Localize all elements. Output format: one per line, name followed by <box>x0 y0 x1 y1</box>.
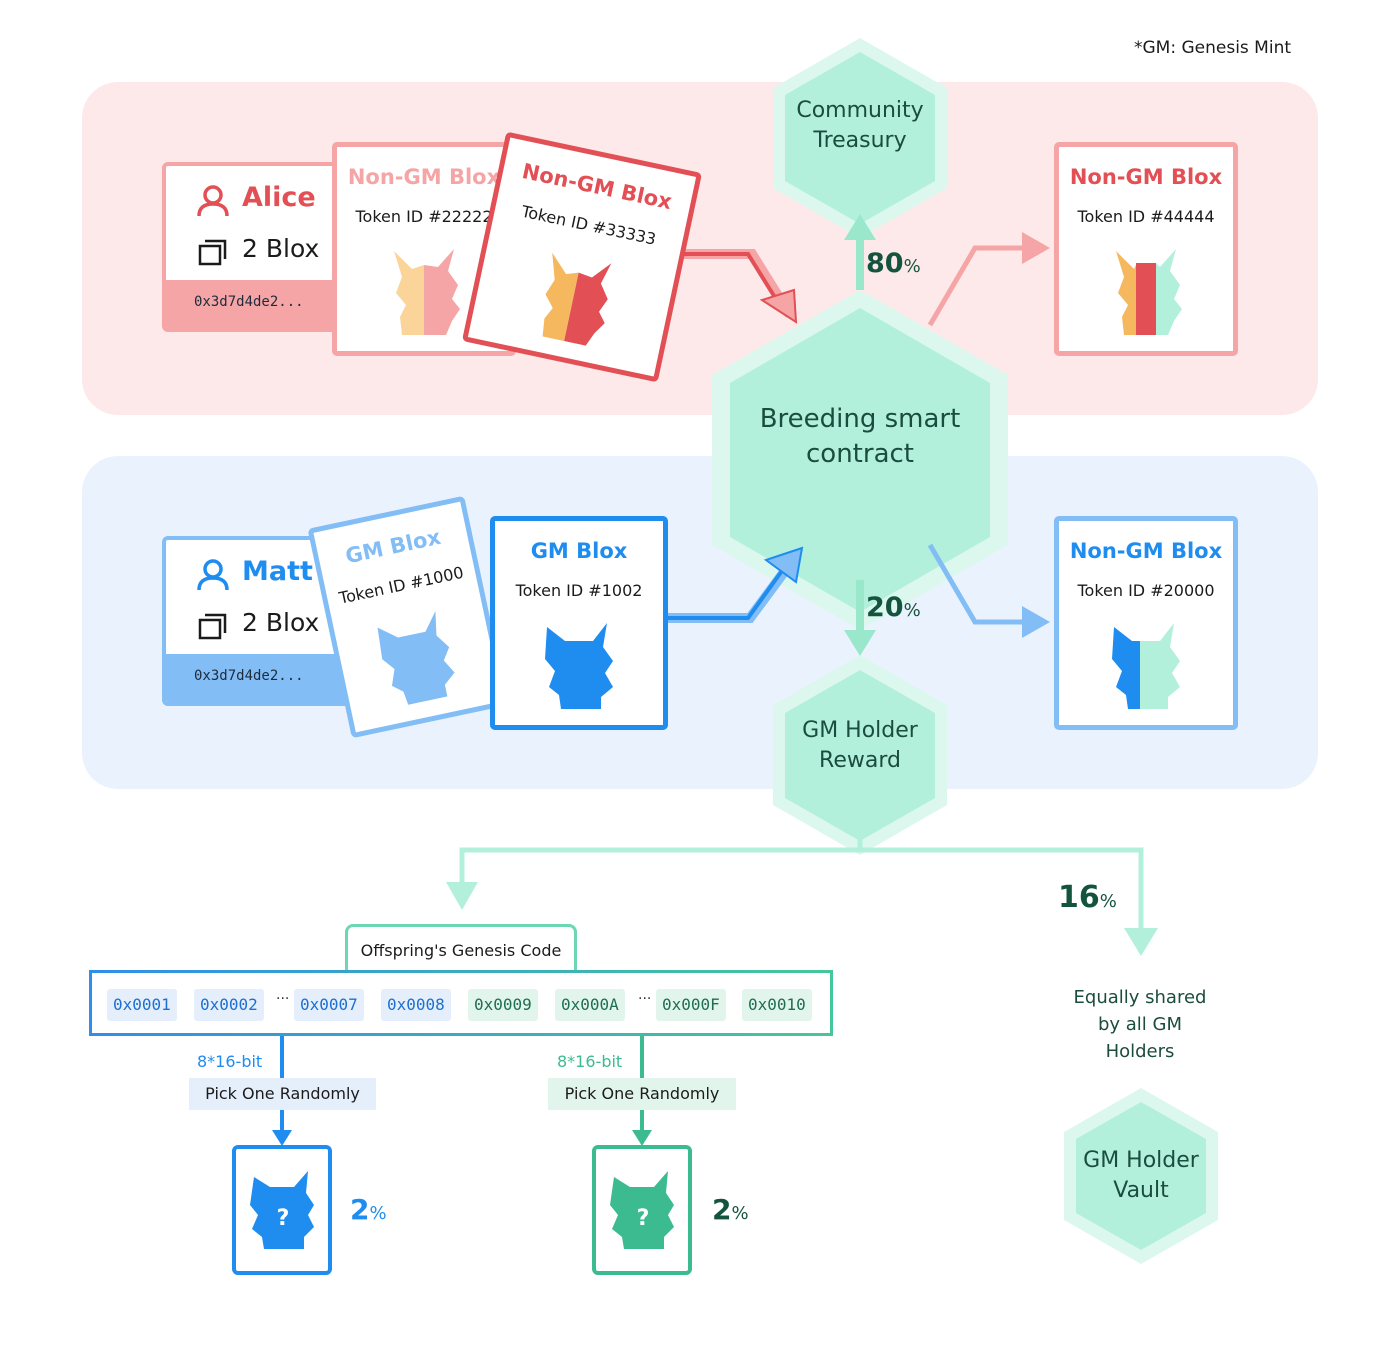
alice-token-b[interactable]: Non-GM Blox Token ID #33333 <box>461 131 703 383</box>
matt-token-b[interactable]: GM Blox Token ID #1002 <box>490 516 668 730</box>
blue-pick-head <box>272 1130 292 1146</box>
alice-token-a[interactable]: Non-GM Blox Token ID #22222 <box>332 142 516 356</box>
genesis-code-label: Offspring's Genesis Code <box>345 924 577 970</box>
split-connector <box>459 818 863 884</box>
code-chip: 0x000A <box>555 989 625 1021</box>
token-id: Token ID #20000 <box>1077 581 1215 600</box>
token-title: Non-GM Blox <box>347 165 501 189</box>
alice-output-arrow <box>927 245 1025 327</box>
blue-result-card[interactable]: ? <box>232 1145 332 1275</box>
code-chip: 0x0007 <box>294 989 364 1021</box>
code-chip: 0x000F <box>656 989 726 1021</box>
token-title: Non-GM Blox <box>1069 165 1223 189</box>
green-pick-head <box>632 1130 652 1146</box>
split-left-head <box>446 882 478 910</box>
green-result-card[interactable]: ? <box>592 1145 692 1275</box>
vault-label: GM Holder Vault <box>1083 1148 1199 1203</box>
blox-critter-icon <box>542 252 612 346</box>
code-ellipsis: ··· <box>276 991 290 1007</box>
blox-critter-icon <box>1112 623 1180 709</box>
blox-stack-icon <box>198 239 227 266</box>
code-chip: 0x0001 <box>107 989 177 1021</box>
treasury-percent: 80% <box>866 248 921 279</box>
breeding-hex <box>730 308 990 612</box>
token-id: Token ID #22222 <box>355 207 493 226</box>
shared-description: Equally shared by all GM Holders <box>1073 987 1207 1062</box>
mystery-glyph: ? <box>277 1206 290 1231</box>
footnote: *GM: Genesis Mint <box>1134 38 1292 58</box>
alice-offspring-token[interactable]: Non-GM Blox Token ID #44444 <box>1054 142 1238 356</box>
blox-critter-icon <box>545 623 613 709</box>
blox-critter-icon <box>377 611 455 705</box>
green-bits-label: 8*16-bit <box>557 1052 623 1071</box>
code-chip: 0x0010 <box>742 989 812 1021</box>
reward-hex <box>785 670 935 841</box>
blue-pick-label: Pick One Randomly <box>189 1078 376 1110</box>
matt-address-bar: 0x3d7d4de2... <box>166 654 364 702</box>
token-id: Token ID #44444 <box>1077 207 1215 226</box>
mystery-glyph: ? <box>637 1206 650 1231</box>
alice-name: Alice <box>242 182 316 213</box>
blue-pick-percent: 2% <box>350 1193 387 1226</box>
matt-address: 0x3d7d4de2... <box>194 668 304 684</box>
matt-token-a[interactable]: GM Blox Token ID #1000 <box>307 495 509 739</box>
blue-bits-label: 8*16-bit <box>197 1052 263 1071</box>
split-right-head <box>1124 928 1158 956</box>
code-chip: 0x0008 <box>381 989 451 1021</box>
user-icon <box>197 185 229 217</box>
alice-output-arrow-head <box>1022 232 1050 264</box>
token-title: Non-GM Blox <box>1069 539 1223 563</box>
matt-blox-count: 2 Blox <box>242 608 320 637</box>
alice-address: 0x3d7d4de2... <box>194 294 304 310</box>
matt-input-arrow-head <box>763 546 804 584</box>
holders-percent: 16% <box>1058 880 1117 915</box>
token-id: Token ID #1002 <box>515 581 643 600</box>
matt-offspring-token[interactable]: Non-GM Blox Token ID #20000 <box>1054 516 1238 730</box>
mystery-critter-icon: ? <box>250 1171 314 1249</box>
treasury-label: Community Treasury <box>796 98 924 153</box>
user-icon <box>197 559 229 591</box>
mystery-critter-icon: ? <box>610 1171 674 1249</box>
matt-name: Matt <box>242 556 313 587</box>
code-chip: 0x0009 <box>468 989 538 1021</box>
arrow-to-treasury-head <box>844 214 876 240</box>
matt-output-arrow <box>927 543 1025 625</box>
green-pick-percent: 2% <box>712 1193 749 1226</box>
genesis-code-row: 0x0001 0x0002 ··· 0x0007 0x0008 0x0009 0… <box>89 970 833 1036</box>
treasury-hex <box>785 52 935 224</box>
blox-stack-icon <box>198 613 227 640</box>
reward-percent: 20% <box>866 592 921 623</box>
code-ellipsis: ··· <box>638 991 652 1007</box>
blox-critter-icon <box>394 249 460 335</box>
vault-hex <box>1076 1102 1206 1250</box>
alice-address-bar: 0x3d7d4de2... <box>166 280 364 328</box>
breeding-contract-label: Breeding smart contract <box>759 404 961 470</box>
alice-input-arrow-head <box>759 288 798 324</box>
matt-input-arrow-inner <box>668 566 786 620</box>
blox-critter-icon <box>1116 249 1182 335</box>
token-title: GM Blox <box>530 539 628 563</box>
matt-output-arrow-head <box>1022 606 1050 638</box>
arrow-to-reward-head <box>844 630 876 656</box>
reward-label: GM Holder Reward <box>802 718 918 773</box>
alice-blox-count: 2 Blox <box>242 234 320 263</box>
alice-input-arrow-inner <box>672 252 786 314</box>
code-chip: 0x0002 <box>194 989 264 1021</box>
split-right-connector <box>860 847 1144 930</box>
green-pick-label: Pick One Randomly <box>548 1078 736 1110</box>
